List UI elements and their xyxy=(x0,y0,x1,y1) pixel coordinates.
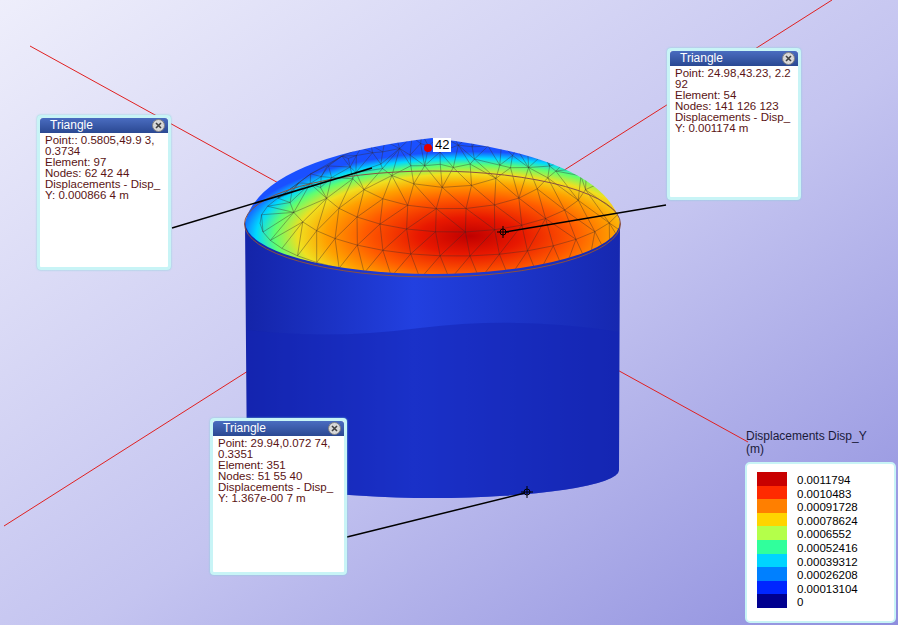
legend-swatch xyxy=(757,526,787,540)
node-number: 42 xyxy=(433,138,451,152)
close-icon xyxy=(328,422,341,435)
cut-plane-line xyxy=(4,0,832,526)
legend-value: 0.0010483 xyxy=(797,488,851,500)
close-icon xyxy=(152,119,165,132)
callout-title: Triangle xyxy=(40,118,168,133)
callout-info: Nodes: 51 55 40 xyxy=(213,471,344,482)
callout-title: Triangle xyxy=(670,51,798,66)
mesh-edge xyxy=(260,130,660,280)
legend-value: 0.00026208 xyxy=(797,569,858,581)
crosshair-marker xyxy=(521,486,533,498)
picked-point xyxy=(424,144,432,152)
mesh-lines xyxy=(260,130,660,280)
close-icon xyxy=(782,52,795,65)
legend-value: 0.0006552 xyxy=(797,528,851,540)
callout-info: Element: 351 xyxy=(213,460,344,471)
leader-line xyxy=(172,168,372,228)
legend-swatch xyxy=(757,486,787,500)
legend-swatch xyxy=(757,540,787,554)
callout-info: Displacements - Disp_Y: 0.000866 4 m xyxy=(40,179,168,201)
callout-info: Point: 24.98,43.23, 2.292 xyxy=(670,68,798,90)
legend-title: Displacements Disp_Y (m) xyxy=(746,430,886,456)
callout-title: Triangle xyxy=(213,421,344,436)
callout-info: Displacements - Disp_Y: 0.001174 m xyxy=(670,112,798,134)
callout-info: Point:: 0.5805,49.9 3,0.3734 xyxy=(40,135,168,157)
rim-line xyxy=(245,171,621,277)
callout-info: Point: 29.94,0.072 74,0.3351 xyxy=(213,438,344,460)
legend-value: 0.00052416 xyxy=(797,542,858,554)
info-callout: TrianglePoint: 29.94,0.072 74,0.3351Elem… xyxy=(210,418,347,575)
info-callout: TrianglePoint: 24.98,43.23, 2.292Element… xyxy=(667,48,801,200)
legend-value: 0.00013104 xyxy=(797,583,858,595)
legend-value: 0.0011794 xyxy=(797,474,851,486)
legend-swatch xyxy=(757,499,787,513)
legend-swatch xyxy=(757,472,787,486)
callout-info: Element: 54 xyxy=(670,90,798,101)
leader-line xyxy=(505,205,666,232)
callout-info: Displacements - Disp_Y: 1.367e-00 7 m xyxy=(213,482,344,504)
legend-swatch xyxy=(757,513,787,527)
legend-swatch xyxy=(757,554,787,568)
legend-swatch xyxy=(757,567,787,581)
crosshair-marker xyxy=(497,226,509,238)
legend-value: 0.00039312 xyxy=(797,556,858,568)
legend-swatch xyxy=(757,594,787,608)
callout-info: Element: 97 xyxy=(40,157,168,168)
legend-value: 0.00078624 xyxy=(797,515,858,527)
callout-info: Nodes: 141 126 123 xyxy=(670,101,798,112)
legend-panel: 0.00117940.00104830.000917280.000786240.… xyxy=(745,462,896,623)
legend-swatch xyxy=(757,581,787,595)
info-callout: TrianglePoint:: 0.5805,49.9 3,0.3734Elem… xyxy=(37,115,171,270)
callout-info: Nodes: 62 42 44 xyxy=(40,168,168,179)
leader-line xyxy=(347,493,525,537)
legend-value: 0.00091728 xyxy=(797,501,858,513)
legend-value: 0 xyxy=(797,596,803,608)
